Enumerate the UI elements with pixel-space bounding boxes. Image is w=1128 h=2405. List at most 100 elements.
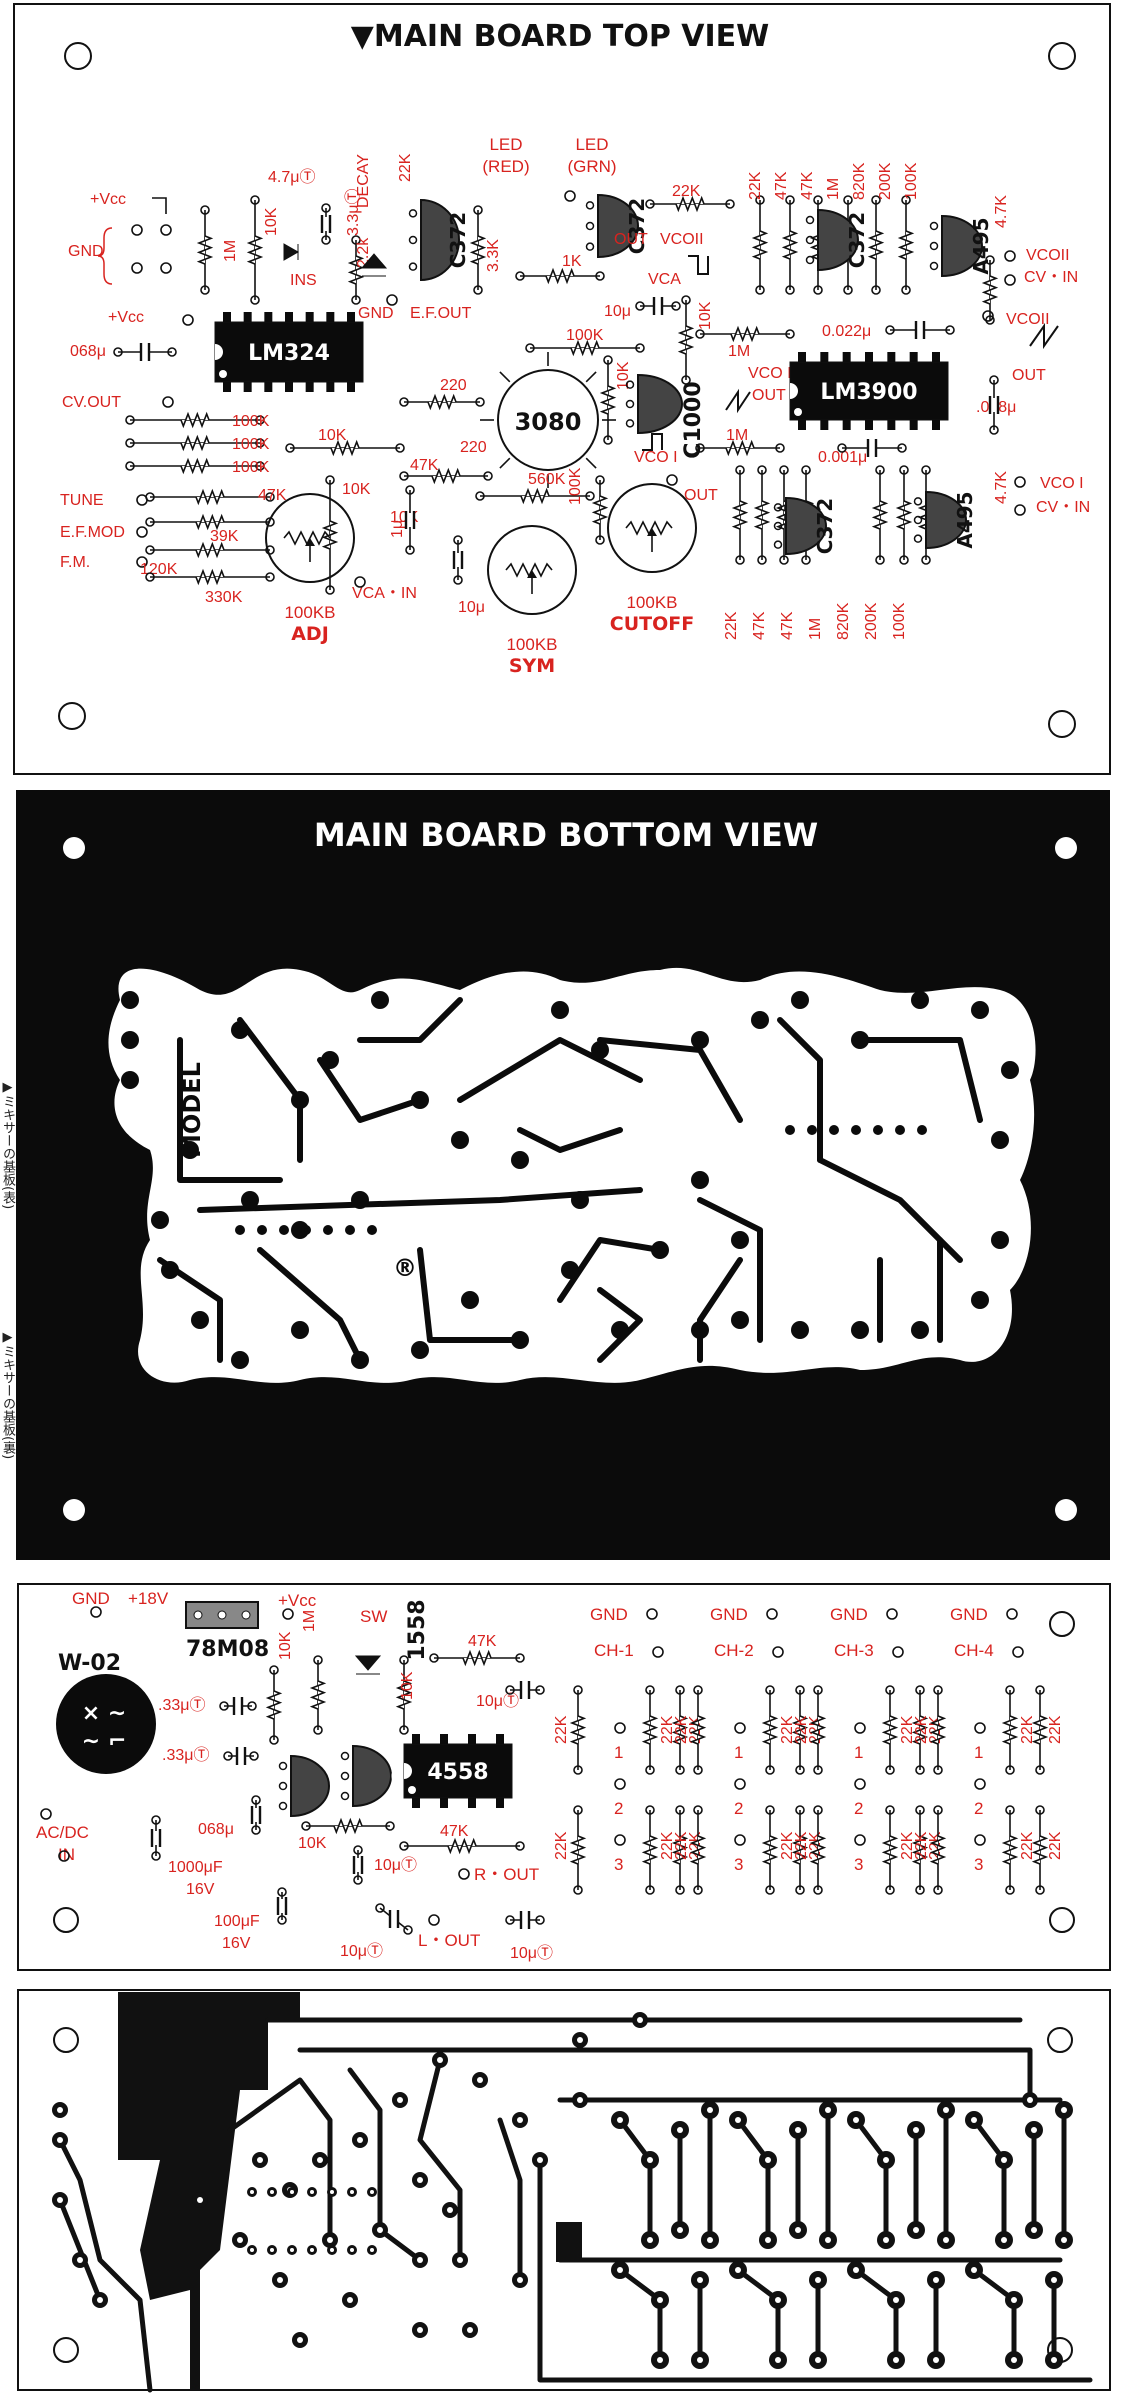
- cap-value: 068μ: [70, 343, 106, 360]
- ic-pin: [264, 382, 273, 392]
- pad-hole: [801, 465, 811, 475]
- pad-hole: [974, 1834, 986, 1846]
- resistor-value: 22K: [659, 1831, 676, 1860]
- resistor-value: 200K: [877, 162, 894, 200]
- ic-pin: [842, 352, 851, 362]
- ic-notch: [404, 1763, 412, 1779]
- pad-hole: [515, 271, 525, 281]
- resistor: [145, 568, 275, 586]
- pad-hole: [875, 465, 885, 475]
- drill-hole: [357, 1357, 363, 1363]
- copper-trace: [777, 1017, 823, 1163]
- drill-hole: [775, 2357, 781, 2363]
- ic-pin: [326, 312, 335, 322]
- ic-pin: [468, 1734, 476, 1744]
- pad-hole: [351, 235, 361, 245]
- drill-hole: [517, 2117, 523, 2123]
- capacitor: [837, 439, 907, 457]
- cap-value: 10μ: [458, 599, 485, 616]
- resistor-zigzag: [545, 267, 575, 285]
- resistor-zigzag: [447, 1837, 477, 1855]
- drill-hole: [304, 1228, 308, 1232]
- drill-hole: [917, 997, 923, 1003]
- ic-pin: [909, 420, 918, 430]
- drill-hole: [187, 1147, 193, 1153]
- capacitor: [150, 1815, 162, 1861]
- pad-hole: [167, 347, 177, 357]
- drill-hole: [238, 1228, 242, 1232]
- drill-hole: [765, 2157, 771, 2163]
- square-wave-symbol: [688, 255, 709, 275]
- resistor-zigzag: [395, 1680, 413, 1710]
- resistor-value: 100K: [903, 162, 920, 200]
- pad-hole: [974, 1722, 986, 1734]
- ic-package: 4558: [403, 1734, 513, 1808]
- drill-hole: [357, 1197, 363, 1203]
- resistor: [347, 235, 365, 305]
- pin-hole: [340, 1771, 350, 1781]
- capacitor-gap: [453, 553, 463, 567]
- switch-label: SW: [360, 1607, 387, 1626]
- pad-hole: [734, 1778, 746, 1790]
- regulator-label: 78M08: [186, 1637, 269, 1662]
- drill-hole: [350, 2248, 354, 2252]
- pad-hole: [475, 397, 485, 407]
- capacitor-gap: [277, 1899, 287, 1913]
- drill-hole: [1027, 2097, 1033, 2103]
- input-label: F.M.: [60, 554, 90, 571]
- resistor-zigzag: [761, 1835, 779, 1865]
- resistor-value: 820K: [851, 162, 868, 200]
- pin-hole: [278, 1761, 288, 1771]
- drill-hole: [997, 1137, 1003, 1143]
- pad-hole: [765, 1765, 775, 1775]
- pad-hole: [795, 1805, 805, 1815]
- ic-pin: [887, 352, 896, 362]
- drill-hole: [197, 2197, 203, 2203]
- resistor-zigzag: [791, 1835, 809, 1865]
- resistor: [525, 339, 645, 357]
- drill-hole: [397, 2097, 403, 2103]
- out-label: OUT: [1012, 367, 1046, 384]
- pad-hole: [151, 1851, 161, 1861]
- pad-number: 3: [614, 1855, 623, 1874]
- drill-hole: [832, 1128, 836, 1132]
- pad-hole: [428, 1914, 440, 1926]
- pin-hole: [585, 201, 595, 210]
- resistor: [1031, 1805, 1049, 1895]
- resistor: [695, 325, 795, 343]
- resistor-zigzag: [321, 520, 339, 550]
- drill-hole: [617, 2117, 623, 2123]
- resistor-zigzag: [520, 487, 550, 505]
- pad-hole: [765, 1885, 775, 1895]
- cap-value: 1μ: [389, 520, 406, 538]
- drill-hole: [260, 1228, 264, 1232]
- capacitor-gap: [653, 299, 663, 313]
- capacitor-gap: [520, 1683, 530, 1697]
- pad-hole: [585, 491, 595, 501]
- pad-hole: [1004, 250, 1016, 262]
- cap-value: 4.7μⓉ: [268, 168, 315, 186]
- transistor-body: [597, 193, 639, 259]
- pad-hole: [675, 1765, 685, 1775]
- mixer-board-bottom-view: [17, 1989, 1111, 2393]
- resistor: [809, 1805, 827, 1895]
- drill-hole: [1001, 2157, 1007, 2163]
- pad-hole: [635, 343, 645, 353]
- drill-hole: [795, 2127, 801, 2133]
- pot-label: SYM: [509, 655, 555, 677]
- ic-label: LM3900: [820, 380, 917, 405]
- drill-hole: [467, 2327, 473, 2333]
- resistor-zigzag: [911, 1835, 929, 1865]
- gnd-label: GND: [358, 305, 394, 322]
- ic-pin: [440, 1734, 448, 1744]
- ic-label: 4558: [427, 1760, 488, 1785]
- pad-hole: [854, 1722, 866, 1734]
- drill-hole: [237, 1357, 243, 1363]
- resistor-value: 39K: [210, 528, 239, 545]
- saw-wave-symbol: [725, 388, 751, 414]
- pad-hole: [125, 461, 135, 471]
- pin-hole: [278, 1801, 288, 1811]
- pad-hole: [573, 1685, 583, 1695]
- ic-pin: [909, 352, 918, 362]
